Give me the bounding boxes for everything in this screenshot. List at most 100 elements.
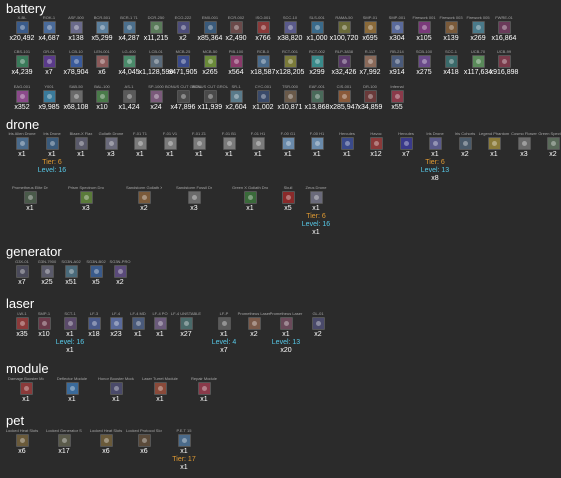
- drone-item[interactable]: Sandstorm Fossil Drone Designx3: [176, 185, 212, 219]
- drone-item[interactable]: Prism Spectrum Drone Designx3: [68, 185, 104, 219]
- battery-item[interactable]: BONUS CUT GROUP Bx11,939: [192, 84, 228, 118]
- module-item[interactable]: Laser Turret Module - Mid Rangex1: [142, 376, 178, 410]
- drone-item[interactable]: Green Spectrumx2: [535, 131, 561, 165]
- drone-item[interactable]: Prometheus Elite Drone Designx1: [12, 185, 48, 219]
- battery-item[interactable]: BONUS CUT GROUP Ax47,896: [165, 84, 201, 118]
